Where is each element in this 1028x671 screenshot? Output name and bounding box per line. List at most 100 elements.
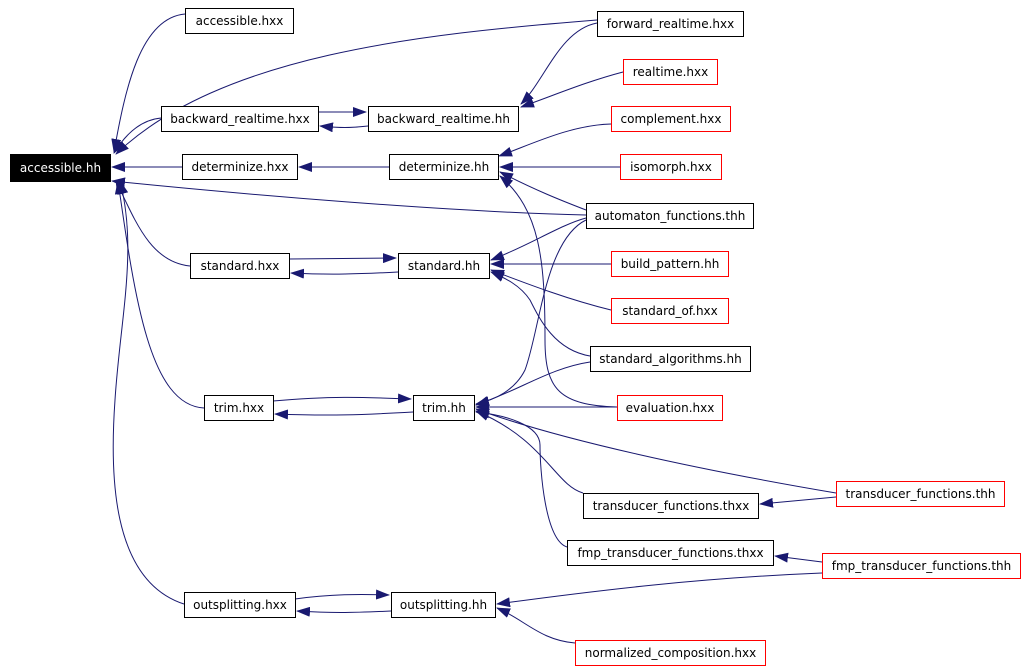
edge-outsplitting-hxx-to-accessible-hh (112, 180, 185, 605)
edge-fmp-transducer-functions-thh-to-outsplitting-hh (496, 572, 823, 608)
node-box (161, 106, 319, 132)
edge-standard-algorithms-hh-to-standard-hh (490, 271, 591, 357)
edge-complement-hxx-to-determinize-hh (498, 123, 612, 157)
edge-automaton-functions-thh-to-determinize-hh (499, 171, 587, 211)
node-determinize-hxx[interactable]: determinize.hxx (182, 154, 298, 180)
edge-automaton-functions-thh-to-trim-hh (475, 219, 587, 407)
node-standard-algorithms-hh[interactable]: standard_algorithms.hh (590, 346, 751, 372)
edge-fmp-transducer-functions-thxx-to-trim-hh (475, 408, 568, 548)
node-box (611, 251, 729, 277)
node-standard-hxx[interactable]: standard.hxx (190, 253, 290, 279)
node-build-pattern-hh[interactable]: build_pattern.hh (611, 251, 729, 277)
edge-forward-realtime-hxx-to-accessible-hh (115, 19, 598, 155)
edge-trim-hxx-to-trim-hh (272, 393, 412, 404)
node-box (204, 395, 274, 421)
node-isomorph-hxx[interactable]: isomorph.hxx (620, 154, 722, 180)
node-label: fmp_transducer_functions.thxx (577, 546, 763, 560)
node-outsplitting-hxx[interactable]: outsplitting.hxx (184, 592, 296, 618)
node-box (567, 540, 774, 566)
node-label: realtime.hxx (633, 65, 708, 79)
edge-realtime-hxx-to-backward-realtime-hh (520, 71, 624, 108)
node-label: build_pattern.hh (621, 257, 720, 271)
node-label: standard.hh (408, 259, 480, 273)
node-label: determinize.hxx (191, 160, 288, 174)
node-box (190, 253, 290, 279)
node-accessible-hxx[interactable]: accessible.hxx (185, 8, 294, 34)
node-evaluation-hxx[interactable]: evaluation.hxx (617, 395, 723, 421)
node-box (822, 553, 1021, 579)
node-label: outsplitting.hh (400, 598, 487, 612)
node-box (413, 395, 475, 421)
edge-outsplitting-hh-to-outsplitting-hxx (296, 606, 392, 617)
node-fmp-transducer-functions-thxx[interactable]: fmp_transducer_functions.thxx (567, 540, 774, 566)
edge-standard-hxx-to-standard-hh (288, 253, 397, 264)
node-label: standard.hxx (201, 259, 280, 273)
edge-fmp-transducer-functions-thh-to-fmp-transducer-functions-thxx (774, 552, 823, 563)
node-label: automaton_functions.thh (595, 209, 746, 223)
node-box (611, 106, 731, 132)
edge-automaton-functions-thh-to-accessible-hh (111, 177, 587, 216)
edge-forward-realtime-hxx-to-backward-realtime-hh (520, 22, 598, 105)
edge-trim-hh-to-trim-hxx (274, 409, 414, 420)
node-box (398, 253, 490, 279)
node-box (836, 481, 1005, 507)
edge-outsplitting-hxx-to-outsplitting-hh (294, 589, 390, 600)
node-standard-of-hxx[interactable]: standard_of.hxx (611, 298, 729, 324)
node-label: complement.hxx (621, 112, 722, 126)
node-backward-realtime-hh[interactable]: backward_realtime.hh (368, 106, 519, 132)
node-label: outsplitting.hxx (193, 598, 287, 612)
node-box (617, 395, 723, 421)
node-label: accessible.hxx (196, 14, 284, 28)
node-label: determinize.hh (399, 160, 489, 174)
node-box (10, 154, 111, 182)
node-label: fmp_transducer_functions.thh (832, 559, 1012, 573)
node-box (611, 298, 729, 324)
node-box (620, 154, 722, 180)
node-label: standard_algorithms.hh (599, 352, 741, 366)
edge-automaton-functions-thh-to-standard-hh (490, 217, 587, 261)
node-box (182, 154, 298, 180)
node-accessible-hh[interactable]: accessible.hh (10, 154, 111, 182)
node-automaton-functions-thh[interactable]: automaton_functions.thh (586, 203, 754, 229)
edge-normalized-composition-hxx-to-outsplitting-hh (496, 607, 576, 644)
node-transducer-functions-thh[interactable]: transducer_functions.thh (836, 481, 1005, 507)
edge-standard-of-hxx-to-standard-hh (490, 269, 612, 311)
edge-backward-realtime-hxx-to-accessible-hh (113, 117, 162, 154)
edge-trim-hxx-to-accessible-hh (114, 180, 205, 409)
node-label: normalized_composition.hxx (585, 646, 756, 660)
edge-accessible-hxx-to-accessible-hh (111, 13, 186, 153)
node-box (368, 106, 519, 132)
node-normalized-composition-hxx[interactable]: normalized_composition.hxx (575, 640, 766, 666)
node-label: trim.hxx (214, 401, 264, 415)
node-label: backward_realtime.hxx (170, 112, 310, 126)
edge-transducer-functions-thh-to-transducer-functions-thxx (759, 496, 837, 508)
node-determinize-hh[interactable]: determinize.hh (389, 154, 499, 180)
node-box (391, 592, 496, 618)
node-standard-hh[interactable]: standard.hh (398, 253, 490, 279)
edge-transducer-functions-thxx-to-trim-hh (475, 410, 584, 494)
node-trim-hh[interactable]: trim.hh (413, 395, 475, 421)
node-box (184, 592, 296, 618)
edges-layer (111, 13, 837, 644)
node-outsplitting-hh[interactable]: outsplitting.hh (391, 592, 496, 618)
node-label: forward_realtime.hxx (607, 17, 734, 31)
node-label: accessible.hh (20, 161, 101, 175)
node-forward-realtime-hxx[interactable]: forward_realtime.hxx (597, 11, 744, 37)
node-fmp-transducer-functions-thh[interactable]: fmp_transducer_functions.thh (822, 553, 1021, 579)
node-complement-hxx[interactable]: complement.hxx (611, 106, 731, 132)
node-backward-realtime-hxx[interactable]: backward_realtime.hxx (161, 106, 319, 132)
node-box (586, 203, 754, 229)
node-label: standard_of.hxx (622, 304, 718, 318)
edge-evaluation-hxx-to-determinize-hh (499, 175, 618, 408)
node-box (389, 154, 499, 180)
edge-backward-realtime-hh-to-backward-realtime-hxx (319, 122, 369, 133)
node-box (583, 493, 759, 519)
node-box (590, 346, 751, 372)
edge-transducer-functions-thh-to-trim-hh (475, 408, 837, 494)
node-trim-hxx[interactable]: trim.hxx (204, 395, 274, 421)
node-box (623, 59, 718, 85)
node-label: backward_realtime.hh (377, 112, 510, 126)
node-realtime-hxx[interactable]: realtime.hxx (623, 59, 718, 85)
node-transducer-functions-thxx[interactable]: transducer_functions.thxx (583, 493, 759, 519)
